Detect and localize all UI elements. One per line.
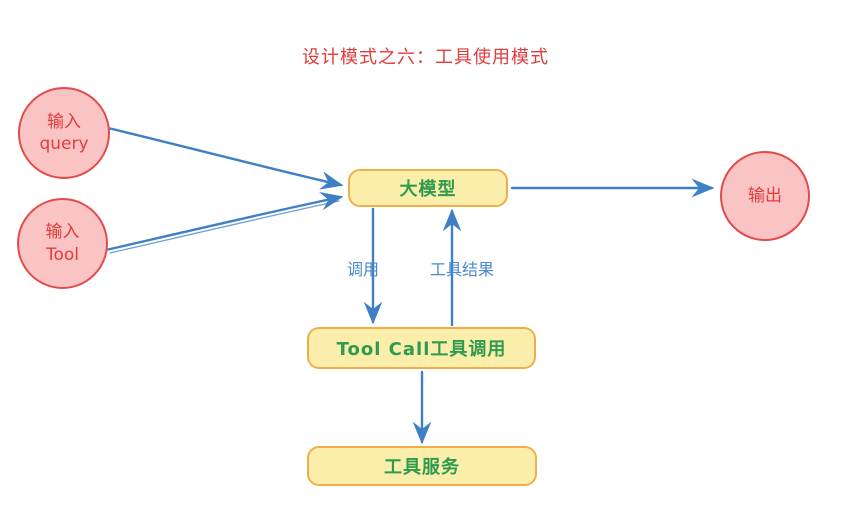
node-llm-label: 大模型 [399, 179, 457, 200]
edge-tool-to-llm-sketch [109, 200, 340, 254]
node-input-query[interactable]: 输入 query [18, 87, 110, 179]
node-output-label: 输出 [748, 185, 782, 206]
edge-label-tool-result: 工具结果 [430, 260, 495, 279]
page-title: 设计模式之六：工具使用模式 [302, 47, 549, 68]
edge-tool-to-llm [104, 191, 344, 252]
node-tool-service[interactable]: 工具服务 [307, 446, 537, 486]
edge-label-invoke: 调用 [347, 260, 380, 279]
node-input-tool[interactable]: 输入 Tool [17, 198, 108, 289]
node-input-tool-line1: 输入 [45, 222, 80, 243]
node-tool-call[interactable]: Tool Call工具调用 [307, 327, 536, 369]
node-tool-call-label: Tool Call工具调用 [336, 339, 507, 360]
node-input-query-line2: query [39, 134, 89, 154]
node-llm[interactable]: 大模型 [348, 169, 508, 207]
node-input-tool-line2: Tool [45, 244, 80, 265]
node-tool-service-label: 工具服务 [384, 457, 460, 478]
node-output[interactable]: 输出 [720, 151, 810, 241]
node-input-query-line1: 输入 [47, 111, 81, 132]
edge-query-to-llm [106, 126, 344, 190]
